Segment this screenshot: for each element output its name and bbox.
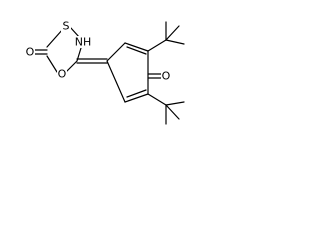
- oxathiazole-ring: [46, 26, 82, 73]
- bond-c6-c5r: [124, 93, 149, 103]
- exocyclic-double-bond: [76, 58, 108, 64]
- bond-c5-oring: [65, 60, 78, 73]
- atom-label-quinone-oxygen: O: [161, 70, 171, 83]
- atom-label-ring-oxygen: O: [57, 68, 67, 81]
- bond-c-s: [46, 28, 64, 48]
- svg-text:O: O: [26, 46, 35, 59]
- bond-c5r-c4: [106, 60, 126, 103]
- atom-label-sulfur: S: [61, 20, 71, 33]
- bond-oring-c: [46, 55, 58, 73]
- tert-butyl-bottom: [147, 93, 185, 125]
- quinone-carbonyl-double-bond: [147, 73, 163, 79]
- svg-text:NH: NH: [75, 36, 92, 49]
- atom-label-nitrogen: NH: [74, 36, 92, 49]
- chemical-structure-diagram: O O S NH O: [25, 20, 185, 125]
- svg-text:S: S: [63, 20, 70, 33]
- bond-c4-c3: [106, 42, 126, 62]
- cyclohexadienone-ring: [106, 42, 149, 103]
- tert-butyl-top: [147, 21, 185, 52]
- ring-carbonyl-double-bond: [34, 49, 48, 55]
- svg-text:O: O: [58, 68, 67, 81]
- bond-c3-c2: [124, 42, 149, 52]
- atom-label-carbonyl-oxygen: O: [25, 46, 35, 59]
- svg-text:O: O: [162, 70, 171, 83]
